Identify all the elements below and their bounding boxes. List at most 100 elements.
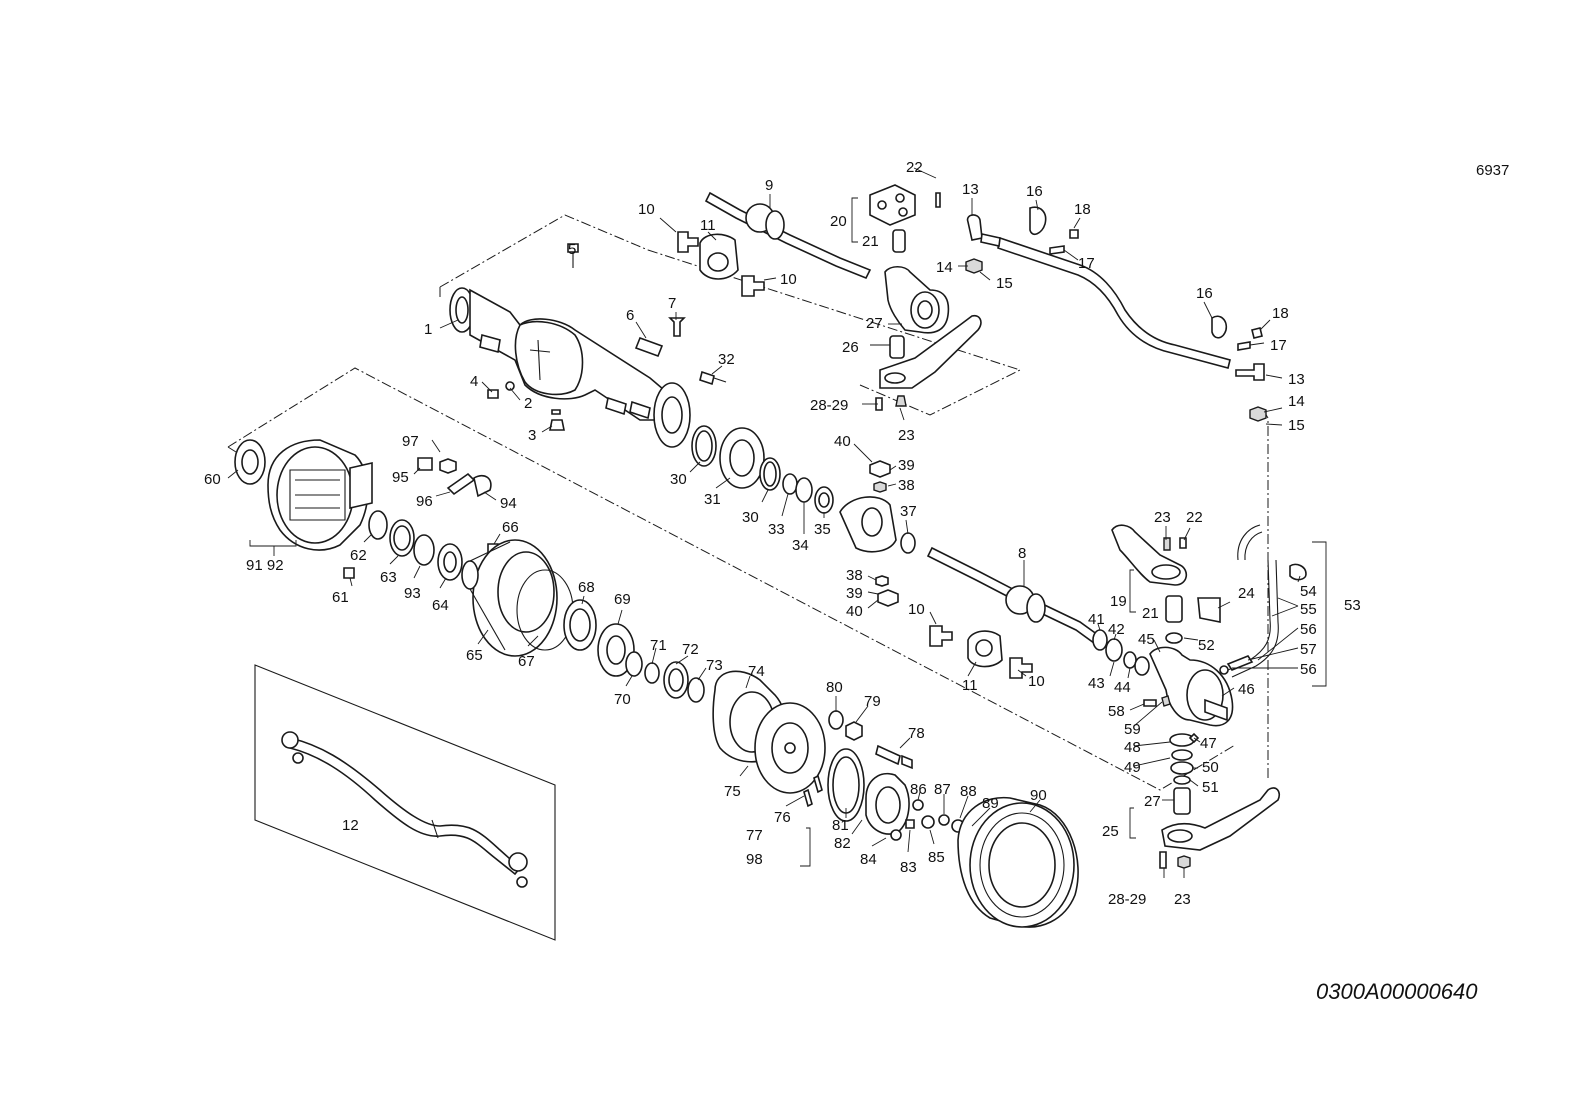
lower-drive-shaft (839, 460, 1150, 679)
callout-83: 83 (900, 859, 917, 876)
callout-21-a: 21 (862, 233, 879, 250)
callout-32: 32 (718, 351, 735, 368)
callout-87: 87 (934, 781, 951, 798)
callout-7: 7 (668, 295, 676, 312)
callout-64: 64 (432, 597, 449, 614)
axle-housing (449, 287, 691, 448)
sheet-number: 6937 (1476, 162, 1509, 179)
callout-27-a: 27 (866, 315, 883, 332)
callout-60: 60 (204, 471, 221, 488)
callout-46: 46 (1238, 681, 1255, 698)
callout-84: 84 (860, 851, 877, 868)
callout-65: 65 (466, 647, 483, 664)
callout-93: 93 (404, 585, 421, 602)
callout-38-a: 38 (898, 477, 915, 494)
callout-48: 48 (1124, 739, 1141, 756)
callout-17-b: 17 (1270, 337, 1287, 354)
callout-79: 79 (864, 693, 881, 710)
callout-38-b: 38 (846, 567, 863, 584)
callout-16-b: 16 (1196, 285, 1213, 302)
callout-9: 9 (765, 177, 773, 194)
callout-78: 78 (908, 725, 925, 742)
callout-75: 75 (724, 783, 741, 800)
callout-81: 81 (832, 817, 849, 834)
callout-53: 53 (1344, 597, 1361, 614)
callout-14-b: 14 (1288, 393, 1305, 410)
callout-13-b: 13 (1288, 371, 1305, 388)
callout-61: 61 (332, 589, 349, 606)
callout-54: 54 (1300, 583, 1317, 600)
callout-73: 73 (706, 657, 723, 674)
bearing-seal-series (343, 425, 834, 581)
document-code: 0300A00000640 (1316, 979, 1478, 1004)
callout-22-a: 22 (906, 159, 923, 176)
callout-94: 94 (500, 495, 517, 512)
callout-91-92: 91 92 (246, 557, 284, 574)
callout-28-29-b: 28-29 (1108, 891, 1146, 908)
callout-30-a: 30 (670, 471, 687, 488)
callout-69: 69 (614, 591, 631, 608)
callout-2: 2 (524, 395, 532, 412)
callout-77: 77 (746, 827, 763, 844)
callout-56-a: 56 (1300, 621, 1317, 638)
callout-17-a: 17 (1078, 255, 1095, 272)
callout-5: 5 (568, 241, 576, 258)
callout-71: 71 (650, 637, 667, 654)
small-hardware (487, 243, 727, 431)
callout-52: 52 (1198, 637, 1215, 654)
callout-57: 57 (1300, 641, 1317, 658)
callout-97: 97 (402, 433, 419, 450)
callout-27-b: 27 (1144, 793, 1161, 810)
callout-3: 3 (528, 427, 536, 444)
brake-line-assembly (1219, 524, 1307, 678)
left-brake-assembly (234, 439, 492, 551)
callout-35: 35 (814, 521, 831, 538)
callout-26: 26 (842, 339, 859, 356)
callout-67: 67 (518, 653, 535, 670)
callout-42: 42 (1108, 621, 1125, 638)
callout-85: 85 (928, 849, 945, 866)
callout-37: 37 (900, 503, 917, 520)
callout-28-29-a: 28-29 (810, 397, 848, 414)
callout-13-a: 13 (962, 181, 979, 198)
callout-6: 6 (626, 307, 634, 324)
callout-23-c: 23 (1174, 891, 1191, 908)
callout-62: 62 (350, 547, 367, 564)
upper-drive-shaft (677, 191, 872, 297)
callout-11-b: 11 (962, 677, 978, 694)
callout-50: 50 (1202, 759, 1219, 776)
callout-16-a: 16 (1026, 183, 1043, 200)
hub-reduction-series (461, 539, 826, 794)
leader-lines (227, 167, 1301, 878)
callout-39-b: 39 (846, 585, 863, 602)
callout-18-a: 18 (1074, 201, 1091, 218)
callout-10-a: 10 (638, 201, 655, 218)
upper-steering-knuckle (869, 184, 982, 411)
callout-59: 59 (1124, 721, 1141, 738)
callout-43: 43 (1088, 675, 1105, 692)
callout-90: 90 (1030, 787, 1047, 804)
callout-23-a: 23 (898, 427, 915, 444)
callout-76: 76 (774, 809, 791, 826)
bracket-lines (249, 197, 1327, 867)
callout-82: 82 (834, 835, 851, 852)
callout-96: 96 (416, 493, 433, 510)
callout-86: 86 (910, 781, 927, 798)
lower-steering-knuckle (1111, 524, 1281, 869)
callout-58: 58 (1108, 703, 1125, 720)
callout-15-b: 15 (1288, 417, 1305, 434)
callout-12: 12 (342, 817, 359, 834)
callout-72: 72 (682, 641, 699, 658)
callout-70: 70 (614, 691, 631, 708)
callout-10-c: 10 (908, 601, 925, 618)
callout-47: 47 (1200, 735, 1217, 752)
callout-10-b: 10 (780, 271, 797, 288)
callout-40-a: 40 (834, 433, 851, 450)
upper-tie-rod (965, 206, 1267, 422)
callout-8: 8 (1018, 545, 1026, 562)
callout-1: 1 (424, 321, 432, 338)
callout-20: 20 (830, 213, 847, 230)
callout-39-a: 39 (898, 457, 915, 474)
callout-49: 49 (1124, 759, 1141, 776)
